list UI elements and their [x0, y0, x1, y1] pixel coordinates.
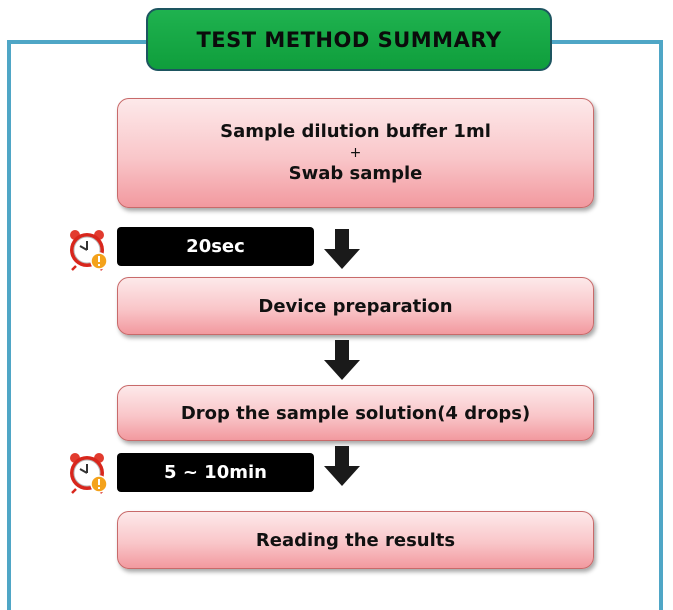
down-arrow-icon — [324, 446, 360, 486]
timer-1-text: 20sec — [186, 236, 245, 257]
step-1-line2: Swab sample — [288, 163, 423, 184]
diagram-title: TEST METHOD SUMMARY — [146, 8, 552, 71]
diagram-title-text: TEST METHOD SUMMARY — [196, 27, 502, 52]
alarm-clock-icon — [70, 453, 108, 494]
step-4-box: Reading the results — [117, 511, 594, 569]
step-3-box: Drop the sample solution(4 drops) — [117, 385, 594, 441]
step-1-line1: Sample dilution buffer 1ml — [220, 121, 491, 142]
alarm-clock-icon — [70, 230, 108, 271]
step-4-label: Reading the results — [255, 529, 456, 551]
timer-badge-2: 5 ~ 10min — [117, 453, 314, 492]
down-arrow-icon — [324, 340, 360, 380]
step-2-label: Device preparation — [258, 295, 453, 317]
step-2-box: Device preparation — [117, 277, 594, 335]
step-3-label: Drop the sample solution(4 drops) — [180, 402, 531, 424]
down-arrow-icon — [324, 229, 360, 269]
timer-badge-1: 20sec — [117, 227, 314, 266]
timer-2-text: 5 ~ 10min — [164, 462, 267, 483]
step-1-box: Sample dilution buffer 1ml + Swab sample — [117, 98, 594, 208]
step-1-plus: + — [349, 145, 362, 161]
